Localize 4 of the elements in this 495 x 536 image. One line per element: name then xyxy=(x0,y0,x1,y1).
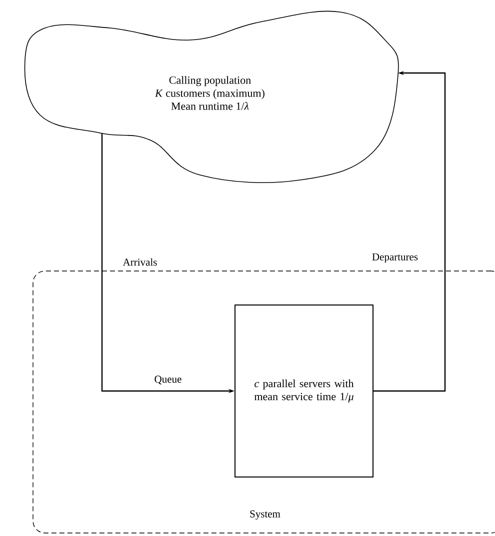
edge-label: Arrivals xyxy=(122,258,157,266)
queue-label: Queue xyxy=(154,376,182,384)
server-box: c parallel servers with mean service time 1/μ xyxy=(234,304,374,478)
edge-label: Departures xyxy=(372,253,418,263)
